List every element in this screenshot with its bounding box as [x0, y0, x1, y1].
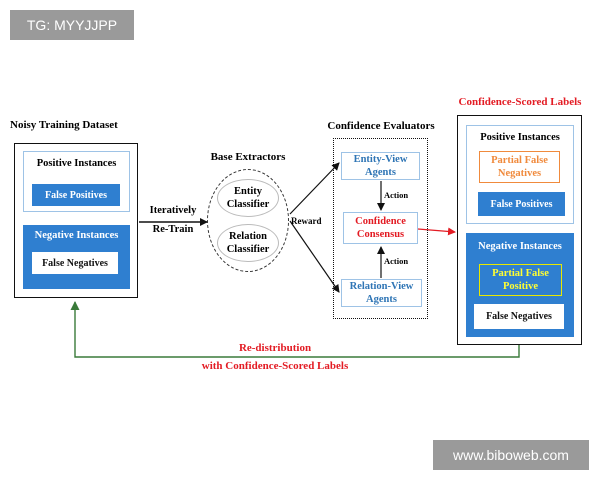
entity-view-line1: Entity-View: [353, 154, 408, 165]
relation-view-line2: Agents: [366, 294, 397, 305]
retrain-label-2: Re-Train: [152, 224, 194, 235]
redistribution-label-2: with Confidence-Scored Labels: [201, 360, 349, 372]
retrain-label-1: Iteratively: [149, 205, 197, 216]
relation-view-line1: Relation-View: [349, 281, 414, 292]
consensus-output-arrow: [417, 227, 456, 236]
noisy-false-negatives: False Negatives: [32, 252, 118, 274]
reward-arrow-up: [289, 162, 340, 215]
noisy-dataset-title: Noisy Training Dataset: [10, 119, 118, 131]
confidence-evaluators-title: Confidence Evaluators: [327, 120, 435, 132]
base-extractors-group: [207, 169, 289, 272]
partial-fn-line1: Partial False: [491, 155, 548, 166]
entity-classifier-line2: Classifier: [226, 199, 270, 210]
entity-view-agents: Entity-View Agents: [341, 152, 420, 180]
noisy-positive-group: [23, 151, 130, 212]
scored-positive-group: [466, 125, 574, 224]
scored-labels-panel: [457, 115, 582, 345]
entity-view-line2: Agents: [365, 167, 396, 178]
scored-positive-label: Positive Instances: [480, 132, 560, 143]
relation-classifier: Relation Classifier: [217, 224, 279, 262]
action-label-bottom: Action: [384, 256, 409, 266]
noisy-false-positives: False Positives: [32, 184, 120, 206]
confidence-consensus: Confidence Consensus: [343, 212, 418, 244]
partial-false-positive: Partial False Positive: [479, 264, 562, 296]
noisy-dataset-panel: [14, 143, 138, 298]
consensus-line1: Confidence: [355, 216, 406, 227]
watermark-top: TG: MYYJJPP: [10, 10, 134, 40]
watermark-bottom: www.biboweb.com: [433, 440, 589, 470]
partial-fp-line1: Partial False: [492, 268, 549, 279]
base-extractors-title: Base Extractors: [210, 151, 286, 163]
consensus-line2: Consensus: [356, 229, 405, 240]
redistribution-label-1: Re-distribution: [238, 342, 312, 354]
reward-label: Reward: [291, 216, 322, 226]
confidence-evaluators-panel: [333, 138, 428, 319]
entity-classifier: Entity Classifier: [217, 179, 279, 217]
entity-classifier-line1: Entity: [233, 186, 262, 197]
action-label-top: Action: [384, 190, 409, 200]
relation-classifier-line2: Classifier: [226, 244, 270, 255]
noisy-negative-label: Negative Instances: [34, 230, 119, 241]
partial-false-negatives: Partial False Negatives: [479, 151, 560, 183]
relation-classifier-line1: Relation: [229, 231, 267, 242]
scored-labels-title: Confidence-Scored Labels: [458, 96, 582, 108]
partial-fn-line2: Negatives: [497, 168, 542, 179]
partial-fp-line2: Positive: [503, 281, 538, 292]
reward-arrow-down: [289, 220, 340, 293]
scored-negative-label: Negative Instances: [478, 241, 562, 252]
scored-false-negatives: False Negatives: [474, 304, 564, 329]
noisy-positive-label: Positive Instances: [36, 158, 117, 169]
redistribution-loop: [70, 301, 520, 358]
relation-view-agents: Relation-View Agents: [341, 279, 422, 307]
scored-false-positives: False Positives: [478, 192, 565, 216]
